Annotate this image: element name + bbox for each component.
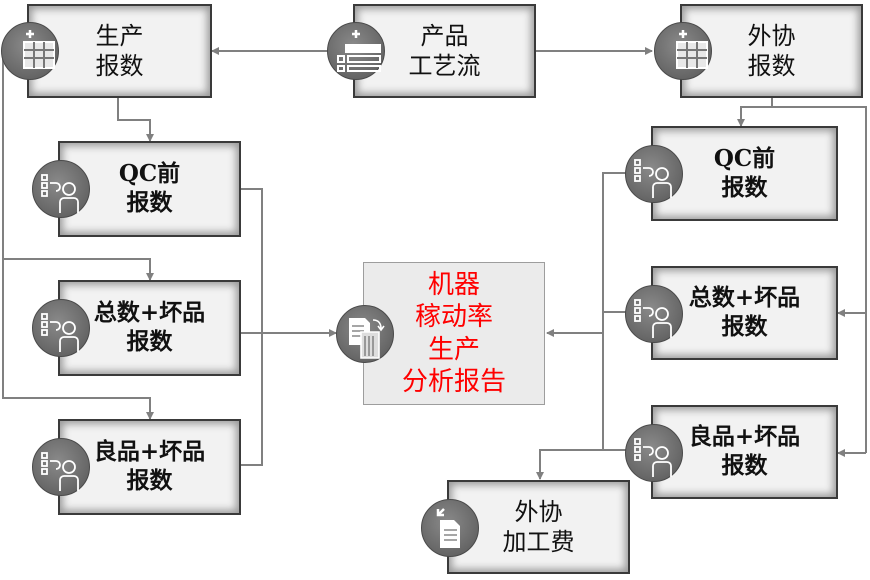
document-transfer-icon bbox=[336, 305, 394, 363]
node-outsource-report[interactable]: 外协 报数 bbox=[680, 4, 863, 98]
add-list-icon bbox=[327, 22, 385, 80]
node-label-line: 报数 bbox=[747, 52, 796, 80]
node-label-line: 加工费 bbox=[502, 528, 575, 556]
node-label-line: QC前 bbox=[118, 160, 181, 188]
report-label-line: 分析报告 bbox=[401, 367, 506, 397]
node-label-line: 报数 bbox=[95, 52, 144, 80]
node-label-line: 报数 bbox=[721, 173, 768, 201]
node-label-line: 产品 bbox=[420, 22, 469, 50]
edge-production-to-left-good bbox=[2, 259, 154, 420]
node-right-qc[interactable]: QC前 报数 bbox=[651, 126, 838, 221]
node-label-line: 外协 bbox=[747, 22, 796, 50]
edge-production-to-left-qc bbox=[117, 98, 154, 142]
node-label-line: 工艺流 bbox=[408, 52, 481, 80]
edge-left-qc-out bbox=[241, 188, 263, 466]
node-label-line: 报数 bbox=[721, 452, 768, 479]
edge-production-to-left-total bbox=[2, 50, 154, 281]
quality-check-person-icon bbox=[625, 145, 683, 203]
edge-outsource-to-right-qc bbox=[737, 98, 773, 127]
node-label-line: 报数 bbox=[126, 189, 173, 216]
node-label-line: 生产 bbox=[95, 22, 144, 50]
quality-check-person-icon bbox=[32, 438, 90, 496]
node-label-line: QC前 bbox=[713, 144, 776, 172]
node-analysis-report[interactable]: 机器 稼动率 生产 分析报告 bbox=[363, 262, 545, 405]
node-label-line: 报数 bbox=[721, 313, 768, 340]
node-label-line: 外协 bbox=[514, 498, 563, 526]
edge-right-good-to-fee bbox=[536, 449, 603, 480]
node-label-line: 报数 bbox=[126, 328, 173, 355]
document-export-icon bbox=[421, 499, 479, 557]
node-product-process[interactable]: 产品 工艺流 bbox=[353, 4, 536, 98]
add-table-icon bbox=[654, 22, 712, 80]
report-label-line: 生产 bbox=[427, 334, 480, 365]
add-table-icon bbox=[1, 22, 59, 80]
node-label-line: 总数+坏品 bbox=[688, 284, 801, 312]
report-label-line: 机器 bbox=[427, 269, 480, 300]
node-label-line: 总数+坏品 bbox=[93, 299, 206, 327]
quality-check-person-icon bbox=[32, 299, 90, 357]
node-label-line: 报数 bbox=[126, 467, 173, 494]
node-label-line: 良品+坏品 bbox=[688, 423, 801, 451]
node-label-line: 良品+坏品 bbox=[93, 438, 206, 466]
report-label-line: 稼动率 bbox=[414, 302, 493, 332]
quality-check-person-icon bbox=[625, 285, 683, 343]
node-left-good-bad[interactable]: 良品+坏品 报数 bbox=[58, 419, 241, 515]
quality-check-person-icon bbox=[625, 424, 683, 482]
edge-outsource-right-rail bbox=[772, 106, 867, 453]
quality-check-person-icon bbox=[32, 160, 90, 218]
